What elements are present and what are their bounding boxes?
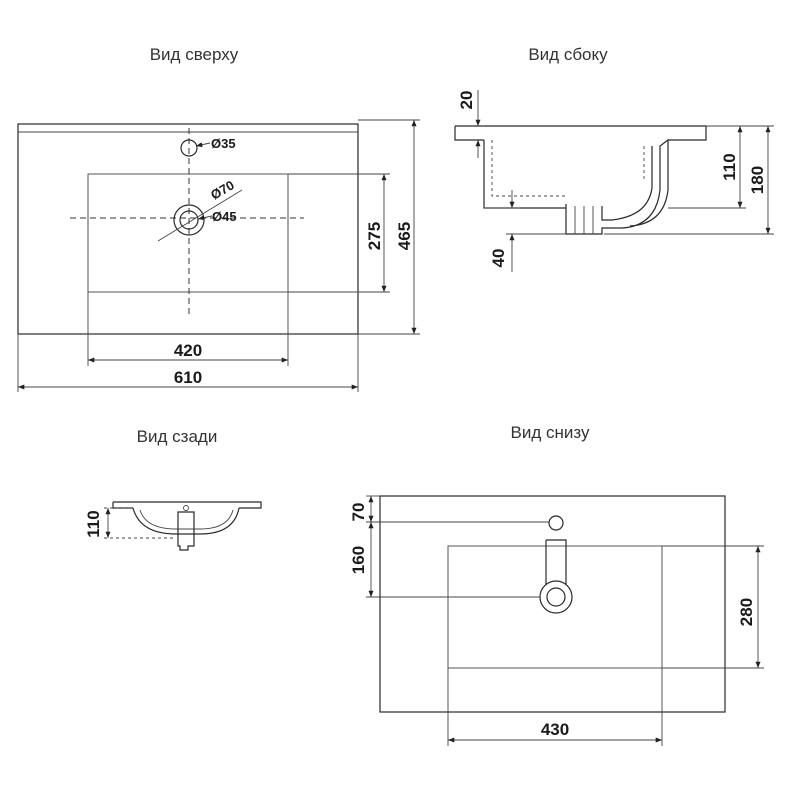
top-view-tap-hole (180, 139, 198, 157)
back-view-bowl (132, 507, 240, 535)
top-view-dim-total-width: 610 (174, 368, 202, 387)
top-view-dim-total-depth: 465 (395, 222, 414, 250)
back-view: Вид сзади 110 (84, 427, 262, 551)
back-view-drain (177, 511, 195, 551)
back-view-title: Вид сзади (137, 427, 218, 446)
top-view-inner-leader (197, 215, 213, 221)
top-view-dim-hole-small: Ø35 (211, 136, 236, 151)
back-view-drain-cap (183, 505, 189, 511)
side-view-bowl-inner (491, 140, 566, 197)
back-view-slab-top (113, 501, 262, 509)
bottom-view-drain-outer (539, 580, 573, 614)
bottom-view-dim-offset: 70 (349, 503, 368, 522)
bottom-view-title: Вид снизу (511, 423, 590, 442)
bottom-view-drain-right (546, 539, 567, 584)
top-view-dim-hole-inner: Ø45 (212, 209, 237, 224)
top-view-dim-bowl-depth: 275 (365, 222, 384, 250)
top-view-dim-bowl-width: 420 (174, 341, 202, 360)
side-view-trap-inner (601, 146, 653, 221)
top-view-title: Вид сверху (150, 45, 239, 64)
side-view: Вид сбоку 20 40 110 180 (454, 45, 774, 272)
side-view-slab-top (455, 125, 707, 141)
side-view-dim-drain: 40 (489, 249, 508, 268)
bottom-view-drain-inner (546, 587, 566, 607)
top-view-tap-leader (195, 142, 211, 148)
side-view-bowl-outer (483, 140, 566, 209)
side-view-dim-bowl: 110 (720, 153, 739, 180)
bottom-view-bowl (447, 545, 663, 669)
back-view-dim-height: 110 (84, 510, 103, 537)
bottom-view-dim-width: 430 (541, 720, 569, 739)
back-view-bowl-inner (139, 509, 234, 530)
bottom-view-dim-spacing: 160 (349, 546, 368, 574)
bottom-view: Вид снизу 70 160 280 430 (349, 423, 764, 746)
bottom-view-tap-hole (548, 515, 564, 531)
top-view-outline (17, 123, 359, 335)
top-view-bowl (87, 173, 289, 293)
side-view-dim-total: 180 (748, 166, 767, 194)
side-view-trap (565, 138, 669, 235)
back-view-slab-left (112, 502, 133, 509)
top-view: Вид сверху Ø35 Ø70 Ø45 420 610 (17, 45, 420, 392)
bottom-view-dim-depth: 280 (737, 598, 756, 626)
side-view-dim-rim: 20 (457, 91, 476, 110)
bottom-view-outline (379, 495, 726, 713)
top-view-dim-hole-outer: Ø70 (208, 177, 237, 202)
side-view-slab-left (454, 126, 484, 141)
side-view-title: Вид сбоку (528, 45, 608, 64)
